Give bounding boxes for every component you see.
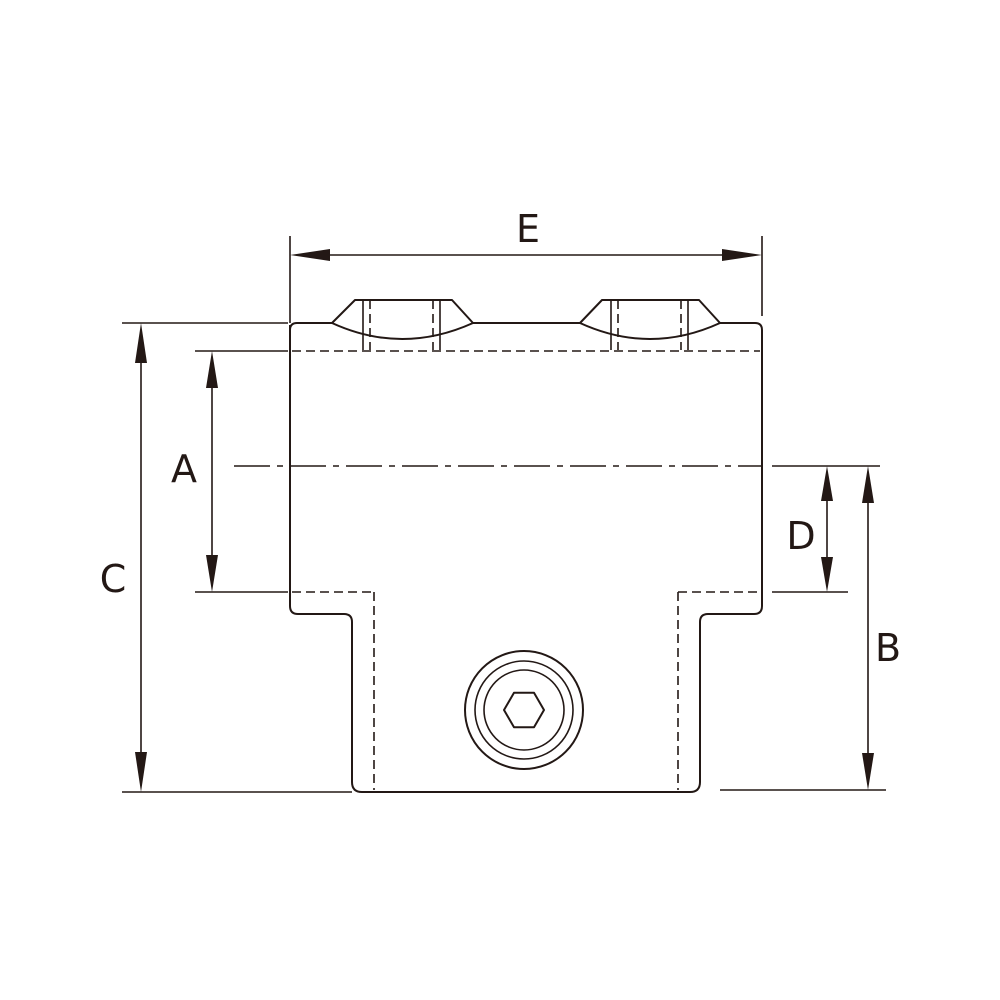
- dimension-label-a: A: [171, 447, 197, 491]
- dimension-label-c: C: [100, 557, 127, 601]
- dimension-a: A: [171, 351, 218, 592]
- dimension-label-e: E: [516, 207, 540, 251]
- set-screw: [464, 650, 584, 770]
- dimension-label-d: D: [786, 514, 815, 558]
- dimension-d: D: [786, 466, 833, 592]
- dimension-b: B: [862, 466, 901, 790]
- top-grip-right: [579, 299, 721, 350]
- dimension-label-b: B: [875, 626, 901, 670]
- extension-lines: [122, 236, 886, 793]
- fitting-outline: [289, 322, 763, 793]
- dimension-c: C: [100, 323, 147, 792]
- top-grip-left: [331, 299, 474, 350]
- hex-socket-icon: [503, 691, 545, 729]
- dimension-e: E: [290, 207, 762, 261]
